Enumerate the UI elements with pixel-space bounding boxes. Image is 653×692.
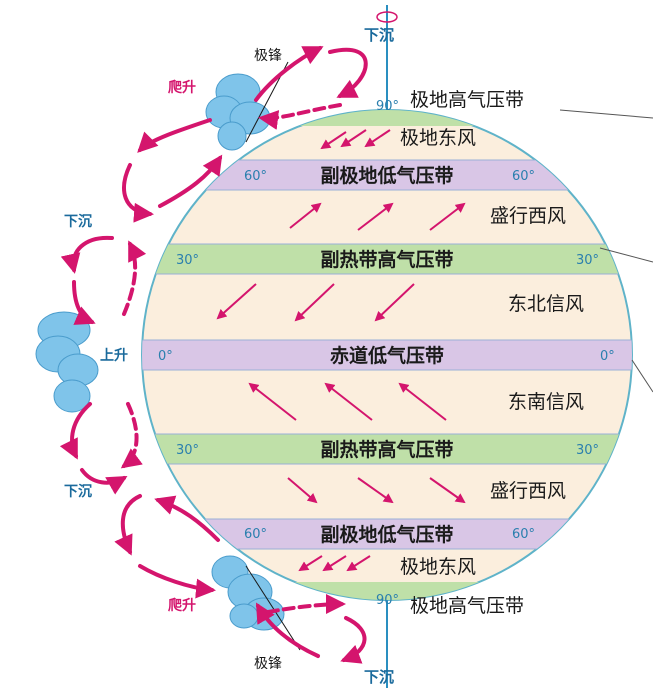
label-north-polar-easterly: 极地东风	[400, 127, 476, 149]
label-polar-front-north: 极锋	[254, 48, 282, 64]
label-south-sub-polar-low: 副极地低气压带	[320, 523, 453, 546]
label-climbing-south: 爬升	[168, 597, 196, 614]
cell-north-hadley-top	[60, 235, 114, 274]
label-sinking-south-pole: 下沉	[364, 668, 394, 686]
cell-south-hadley-bottom	[80, 468, 128, 495]
lat-60-south-left: 60°	[244, 527, 267, 542]
label-sinking-30s: 下沉	[64, 483, 92, 500]
label-north-subtropical-high: 副热带高气压带	[320, 248, 453, 271]
label-northeast-trade: 东北信风	[508, 293, 584, 315]
earth-axis	[376, 5, 398, 688]
rotation-icon	[376, 11, 398, 23]
label-north-sub-polar-low: 副极地低气压带	[320, 164, 453, 187]
cell-south-ferrel-bottom	[138, 564, 216, 599]
lat-30-north-left: 30°	[176, 253, 199, 268]
label-south-polar-easterly: 极地东风	[400, 556, 476, 578]
cell-north-hadley-left	[72, 280, 96, 325]
cell-south-ferrel-top	[154, 495, 220, 542]
lat-0-right: 0°	[600, 349, 615, 364]
lat-0-left: 0°	[158, 349, 173, 364]
lat-60-north-left: 60°	[244, 169, 267, 184]
label-south-westerly: 盛行西风	[490, 480, 566, 502]
band-south-subtropical-high	[142, 433, 632, 465]
cell-south-polar-rise	[255, 602, 320, 658]
lat-30-north-right: 30°	[576, 253, 599, 268]
cell-south-polar-lower	[340, 616, 367, 664]
cell-north-hadley-right	[122, 240, 147, 316]
cell-south-ferrel-left	[114, 494, 142, 556]
label-climbing-north: 爬升	[168, 79, 196, 96]
cell-north-polar-rise	[254, 46, 324, 102]
label-north-westerly: 盛行西风	[490, 205, 566, 227]
label-southeast-trade: 东南信风	[508, 391, 584, 413]
lat-30-south-right: 30°	[576, 443, 599, 458]
cell-north-polar-upper	[328, 47, 368, 98]
band-equatorial-low	[142, 339, 632, 371]
label-polar-front-south: 极锋	[254, 656, 282, 672]
label-south-subtropical-high: 副热带高气压带	[320, 438, 453, 461]
label-south-polar-high: 极地高气压带	[410, 595, 524, 617]
cell-south-hadley-left	[59, 402, 92, 460]
circulation-cells	[59, 46, 368, 664]
cell-north-ferrel-top	[137, 118, 212, 153]
cell-north-ferrel-bottom	[158, 154, 223, 208]
lat-60-north-right: 60°	[512, 169, 535, 184]
cell-south-polar-upper	[266, 594, 346, 615]
label-sinking-30n: 下沉	[64, 213, 92, 230]
cell-north-ferrel-left	[122, 163, 154, 223]
surface-wind-arrows	[216, 129, 466, 572]
lat-60-south-right: 60°	[512, 527, 535, 542]
label-rising-equator: 上升	[100, 347, 128, 364]
cloud-north-front	[205, 73, 271, 151]
leader-lines	[559, 109, 653, 393]
label-sinking-north-pole: 下沉	[364, 26, 394, 44]
cloud-equator	[35, 311, 99, 413]
cell-south-hadley-right	[120, 402, 143, 469]
lat-90-north: 90°	[376, 99, 399, 114]
cell-north-polar-lower	[258, 103, 342, 130]
lat-30-south-left: 30°	[176, 443, 199, 458]
band-north-subtropical-high	[142, 243, 632, 275]
label-equatorial-low: 赤道低气压带	[330, 344, 444, 367]
label-north-polar-high: 极地高气压带	[410, 89, 524, 111]
lat-90-south: 90°	[376, 593, 399, 608]
